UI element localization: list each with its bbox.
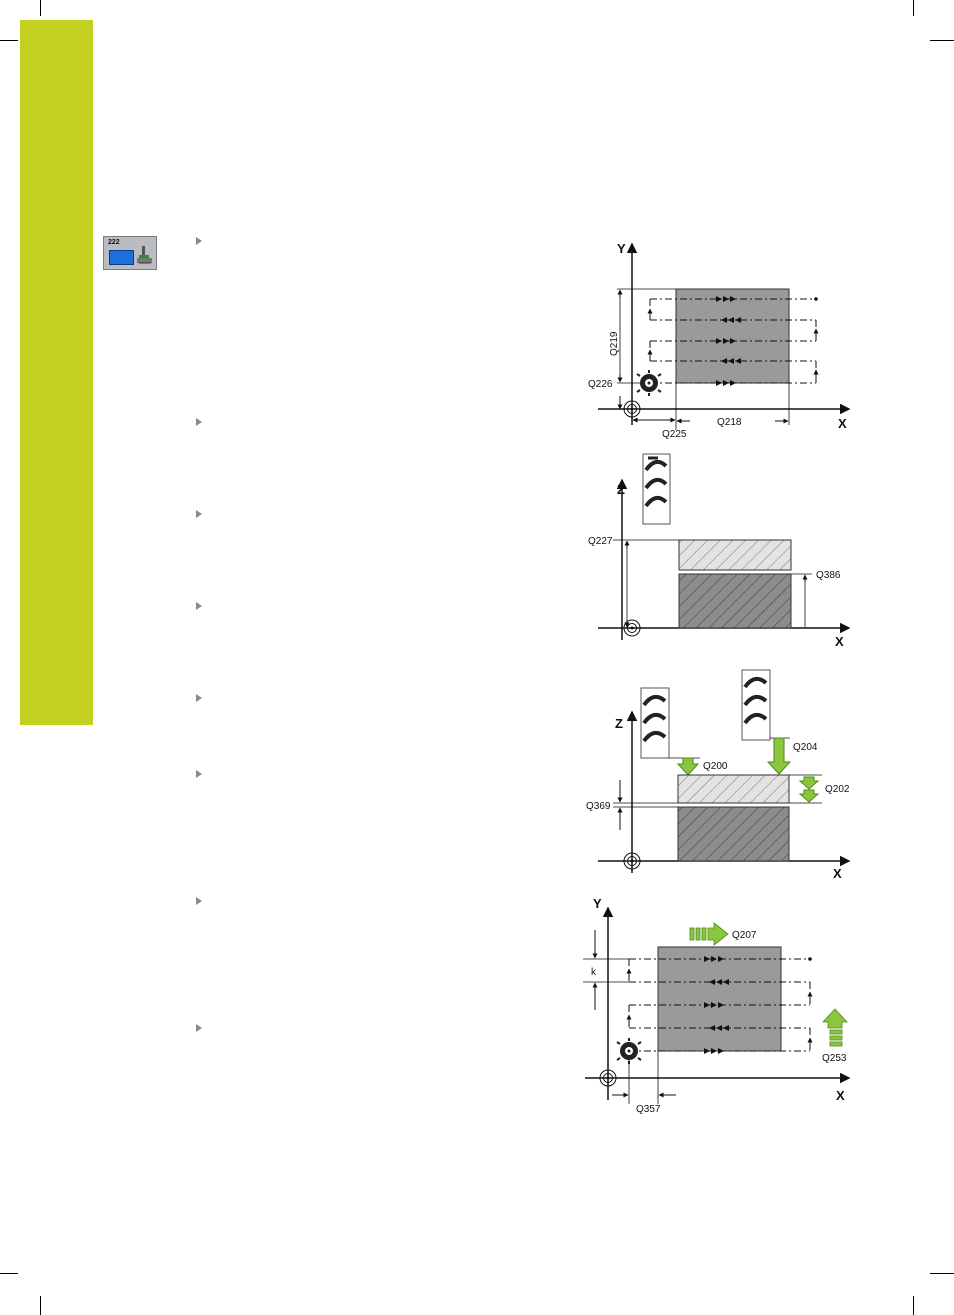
cycle-number: 222: [108, 239, 120, 246]
figure-1-face-milling-xy: Y X: [588, 241, 851, 440]
material-to-remove: [678, 539, 792, 571]
y-axis-label: Y: [617, 241, 626, 256]
datum-icon: [623, 852, 641, 870]
q204-green-arrow: [766, 737, 792, 775]
x-axis-label: X: [838, 416, 847, 431]
workpiece-rect: [657, 946, 782, 1052]
material-to-remove: [677, 774, 790, 804]
crop-mark: [40, 0, 41, 16]
label-q369: Q369: [586, 801, 611, 812]
milling-cutter-icon: [636, 370, 662, 396]
label-q357: Q357: [636, 1104, 661, 1115]
y-axis-label: Y: [593, 896, 602, 911]
crop-mark: [930, 1273, 954, 1274]
q253-feed-icon: [822, 1008, 848, 1047]
cycle-222-softkey[interactable]: 222: [103, 236, 157, 270]
label-q200: Q200: [703, 761, 728, 772]
finished-workpiece: [678, 573, 792, 629]
crop-mark: [0, 40, 18, 41]
crop-mark: [913, 1296, 914, 1315]
bullet-icon: [196, 510, 202, 518]
end-mill-icon: [640, 687, 670, 759]
label-q227: Q227: [588, 536, 613, 547]
crop-mark: [913, 0, 914, 16]
direction-arrows: [716, 296, 741, 386]
blue-screen-icon: [109, 250, 134, 265]
direction-arrows: [704, 956, 729, 1054]
workpiece-rect: [675, 288, 790, 384]
bullet-icon: [196, 237, 202, 245]
bullet-icon: [196, 418, 202, 426]
bullet-icon: [196, 1024, 202, 1032]
milling-tool-icon: [137, 246, 152, 264]
bullet-icon: [196, 897, 202, 905]
label-q207: Q207: [732, 930, 757, 941]
z-axis-label: Z: [617, 482, 625, 497]
figure-2-face-milling-zx: Z X Q227 Q386: [588, 453, 851, 649]
label-q204: Q204: [793, 742, 818, 753]
milling-cutter-icon: [616, 1038, 642, 1064]
z-axis-label: Z: [615, 716, 623, 731]
crop-mark: [930, 40, 954, 41]
crop-mark: [0, 1273, 18, 1274]
figure-3-approach-zx: Z X Q204 Q200 Q202 Q369: [586, 669, 851, 881]
x-axis-label: X: [835, 634, 844, 649]
label-q218: Q218: [717, 417, 742, 428]
end-mill-icon: [741, 669, 771, 741]
x-axis-label: X: [836, 1088, 845, 1103]
label-q202: Q202: [825, 784, 850, 795]
bullet-icon: [196, 694, 202, 702]
x-axis-label: X: [833, 866, 842, 881]
label-k: k: [591, 967, 597, 978]
chapter-tab-sidebar: [20, 20, 93, 725]
end-mill-icon: [642, 453, 671, 525]
label-q386: Q386: [816, 570, 841, 581]
datum-icon: [623, 400, 641, 418]
label-q226: Q226: [588, 379, 613, 390]
crop-mark: [40, 1296, 41, 1315]
label-q225: Q225: [662, 429, 687, 440]
q200-green-arrow: [676, 757, 700, 776]
label-q253: Q253: [822, 1053, 847, 1064]
finished-workpiece: [677, 806, 790, 862]
q202-green-arrow: [798, 789, 820, 803]
datum-icon: [623, 619, 641, 637]
bullet-icon: [196, 602, 202, 610]
datum-icon: [599, 1069, 617, 1087]
q202-green-arrow: [798, 776, 820, 790]
label-q219: Q219: [609, 331, 620, 356]
bullet-icon: [196, 770, 202, 778]
figure-4-stepover-xy: Y X Q207: [583, 896, 851, 1115]
q207-feed-icon: [689, 922, 729, 946]
